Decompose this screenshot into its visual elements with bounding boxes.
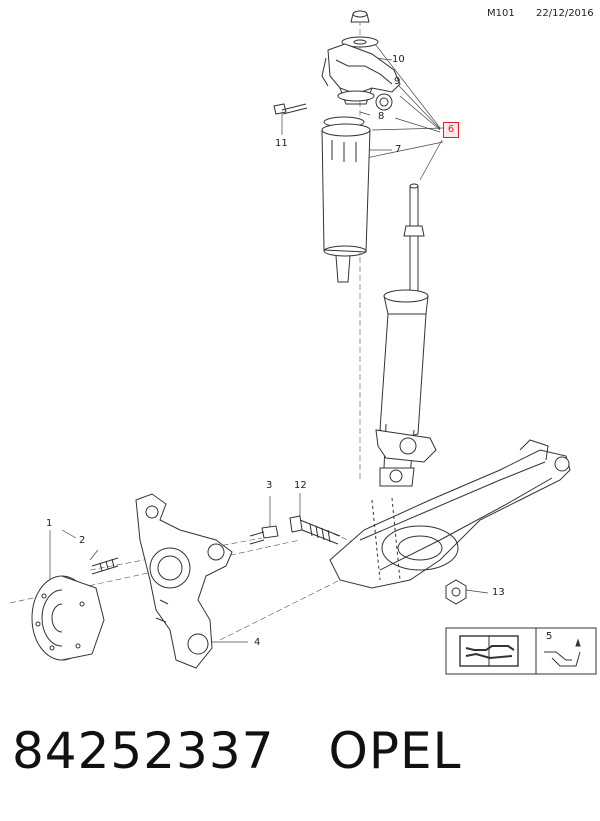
shock-absorber — [375, 183, 437, 487]
callout-5: 5 — [546, 631, 553, 642]
nut-13 — [445, 579, 467, 605]
dust-boot — [321, 116, 371, 283]
upper-mount — [321, 43, 401, 111]
top-nut — [341, 10, 379, 48]
callout-9: 9 — [394, 76, 401, 87]
brand-name: OPEL — [328, 722, 462, 780]
callout-8: 8 — [378, 111, 385, 122]
bolt-3 — [249, 525, 279, 545]
bolt-12 — [289, 515, 341, 545]
suspension-diagram — [9, 10, 597, 675]
footer: 84252337 OPEL — [12, 722, 461, 780]
page-date: 22/12/2016 — [536, 8, 594, 19]
wheel-stud — [91, 557, 119, 575]
callout-6-highlight: 6 — [443, 122, 459, 138]
callout-13: 13 — [492, 587, 505, 598]
page-code: M101 — [487, 8, 515, 19]
callout-7: 7 — [395, 144, 402, 155]
lower-control-arm — [329, 439, 571, 589]
callout-1: 1 — [46, 518, 53, 529]
bolt-11 — [273, 103, 308, 115]
callout-11: 11 — [275, 138, 288, 149]
callout-12: 12 — [294, 480, 307, 491]
manual-wrench-icon — [459, 635, 519, 667]
fluid-drop-icon — [544, 638, 581, 667]
callout-4: 4 — [254, 637, 261, 648]
steering-knuckle — [135, 493, 233, 669]
callout-3: 3 — [266, 480, 273, 491]
wheel-hub — [31, 575, 105, 661]
callout-10: 10 — [392, 54, 405, 65]
part-number: 84252337 — [12, 722, 275, 780]
callout-2: 2 — [79, 535, 86, 546]
